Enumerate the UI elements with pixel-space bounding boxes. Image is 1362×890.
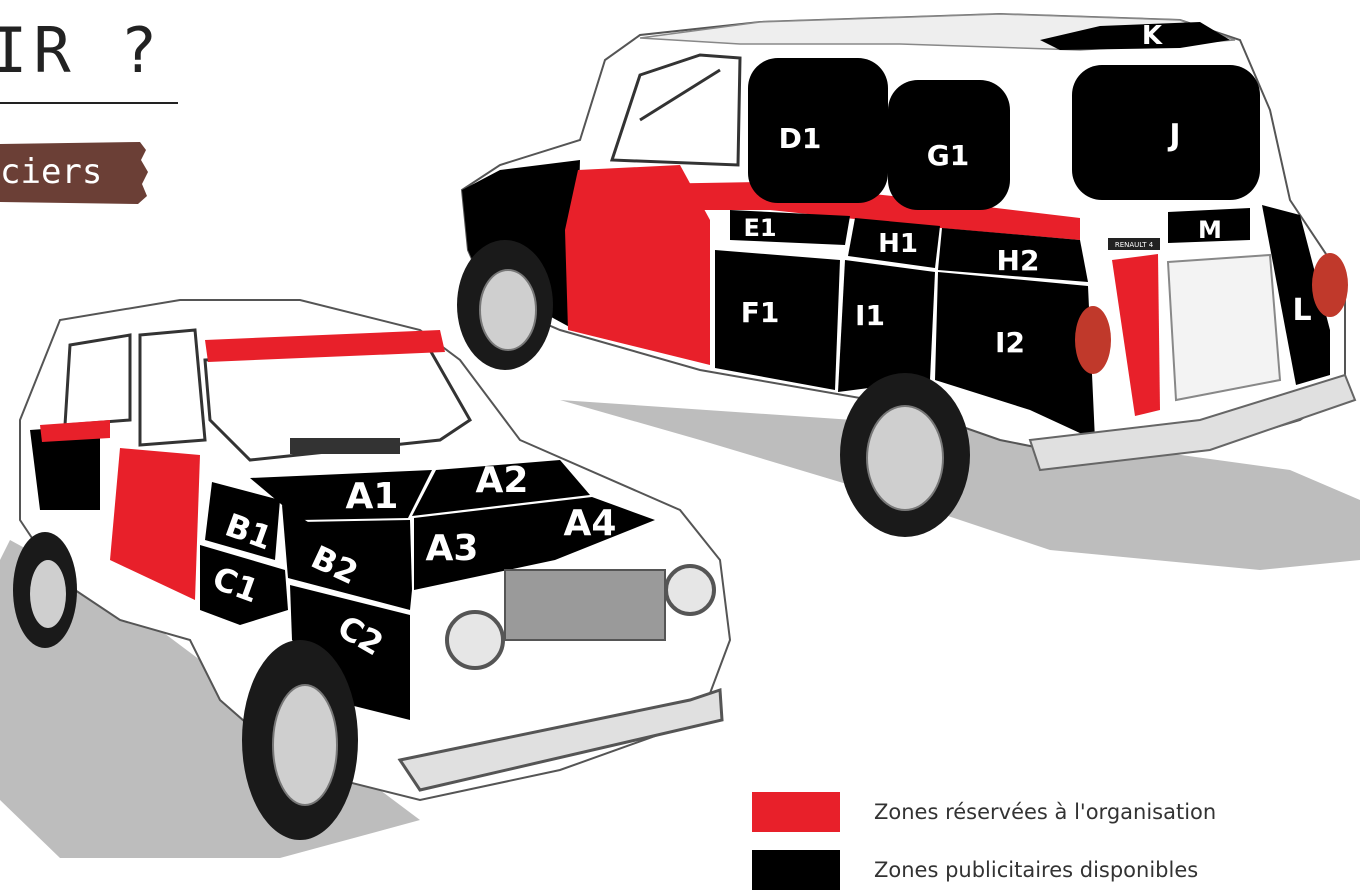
label-a1: A1 [346, 476, 399, 517]
rear-hatch-plate [1168, 255, 1280, 400]
legend-swatch-reserved [752, 792, 840, 832]
headlight-left [447, 612, 503, 668]
front-car-rear-wheel [13, 532, 77, 648]
label-i1: I1 [855, 299, 885, 332]
label-a4: A4 [564, 503, 617, 544]
label-f1: F1 [741, 296, 780, 329]
front-grille [505, 570, 665, 640]
label-e1: E1 [743, 214, 776, 242]
label-g1: G1 [927, 139, 969, 172]
legend-item-reserved: Zones réservées à l'organisation [752, 792, 1216, 832]
legend-swatch-available [752, 850, 840, 890]
label-a2: A2 [476, 460, 529, 501]
headlight-right [666, 566, 714, 614]
rear-car-front-wheel [457, 240, 553, 370]
front-car: A1 A2 A3 A4 B1 B2 C1 C2 [0, 300, 730, 858]
windshield-vent [290, 438, 400, 454]
tail-light-left [1075, 306, 1111, 374]
label-h2: H2 [997, 244, 1040, 277]
label-m: M [1198, 216, 1222, 244]
legend-label-available: Zones publicitaires disponibles [874, 858, 1198, 882]
label-k: K [1142, 21, 1163, 51]
legend-label-reserved: Zones réservées à l'organisation [874, 800, 1216, 824]
zone-j [1072, 65, 1260, 200]
front-car-side-window-1 [65, 335, 130, 425]
car-zones-diagram: RENAULT 4 D1 G1 J K E1 H1 H2 M F1 I1 I2 … [0, 0, 1362, 858]
label-d1: D1 [779, 122, 822, 155]
label-h1: H1 [878, 229, 918, 259]
legend-item-available: Zones publicitaires disponibles [752, 850, 1198, 890]
label-a3: A3 [426, 528, 479, 569]
rear-badge-text: RENAULT 4 [1115, 241, 1154, 249]
tail-light-right [1312, 253, 1348, 317]
zone-i1 [838, 260, 935, 392]
front-car-front-wheel [242, 640, 358, 840]
rear-car-rear-wheel [840, 373, 970, 537]
label-i2: I2 [995, 326, 1025, 359]
front-car-side-window-2 [140, 330, 205, 445]
label-j: J [1167, 118, 1180, 153]
label-l: L [1292, 293, 1311, 328]
